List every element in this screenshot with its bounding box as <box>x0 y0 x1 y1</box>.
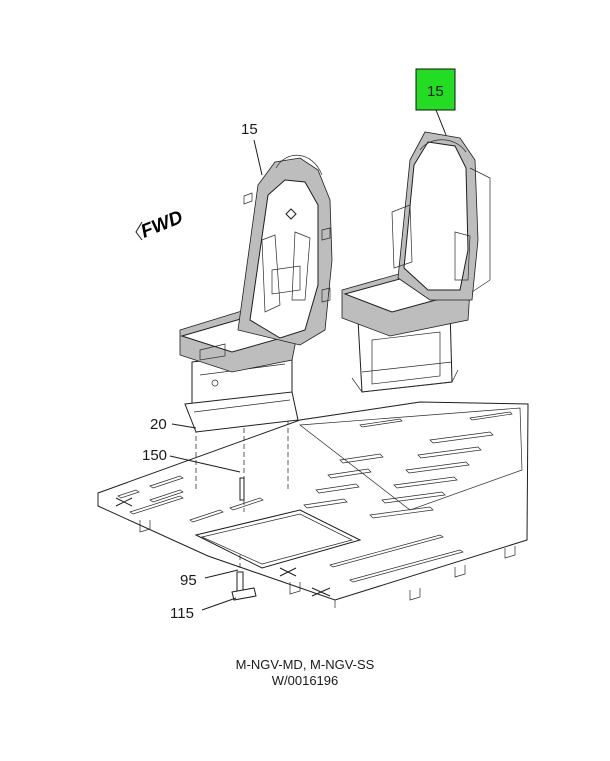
callout-15-left: 15 <box>241 121 258 138</box>
caption-reference: W/0016196 <box>271 673 339 688</box>
callout-leaders <box>169 109 447 611</box>
floor-panel <box>97 401 529 608</box>
left-seat <box>179 154 333 433</box>
fasteners <box>231 477 257 601</box>
fwd-direction-indicator: FWD <box>135 207 186 243</box>
callout-115: 115 <box>170 605 194 622</box>
callout-95: 95 <box>180 572 197 589</box>
highlight-box <box>415 68 456 111</box>
right-seat <box>341 131 491 393</box>
caption-models: M-NGV-MD, M-NGV-SS <box>235 657 375 672</box>
callout-15-right: 15 <box>427 83 444 100</box>
callout-20: 20 <box>150 416 167 433</box>
callout-150: 150 <box>142 447 167 464</box>
fwd-label: FWD <box>138 207 186 243</box>
